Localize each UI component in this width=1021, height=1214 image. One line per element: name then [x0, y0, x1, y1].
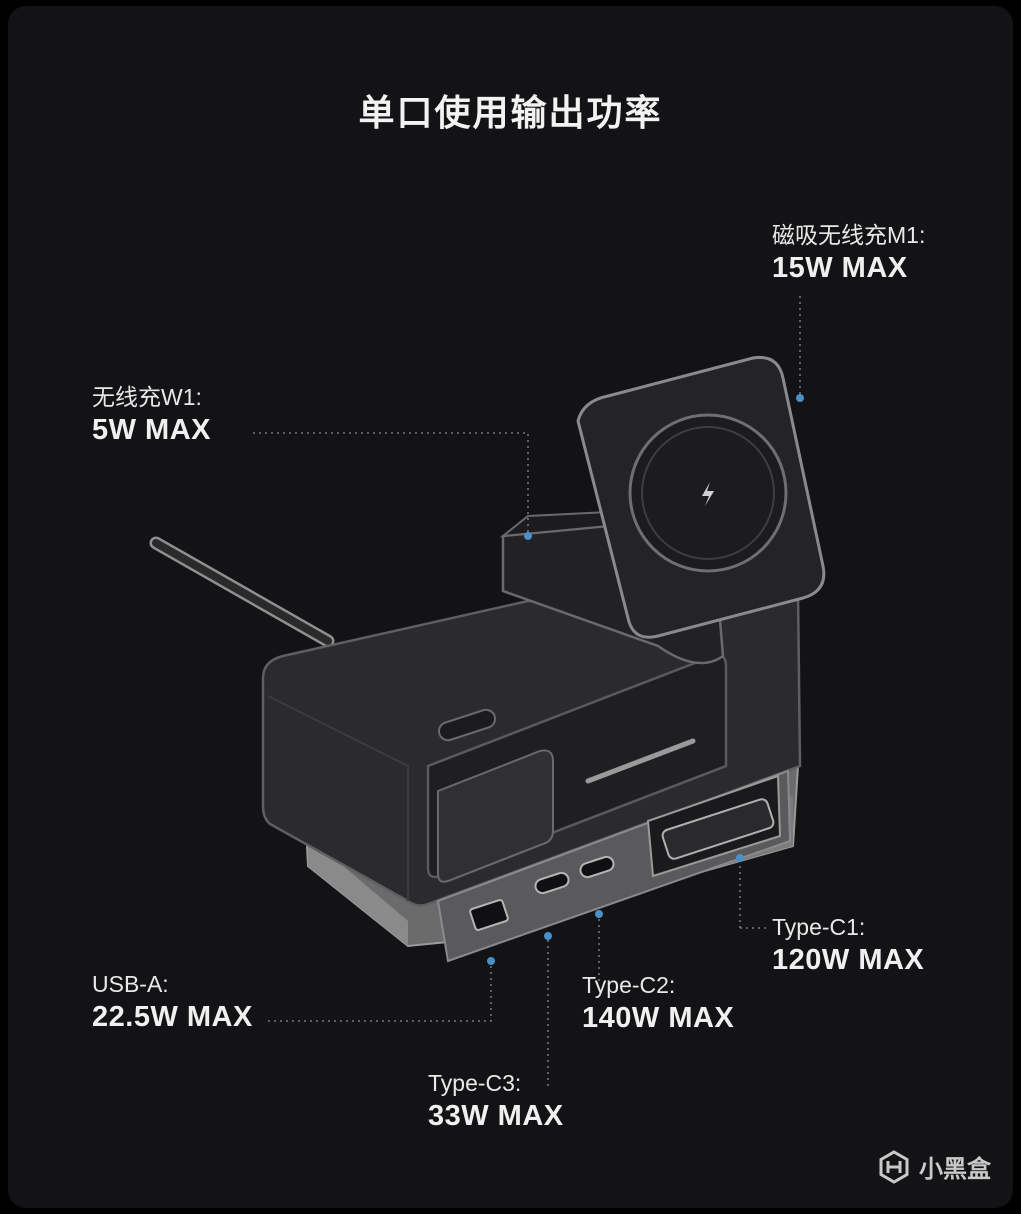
- callout-usb-a: USB-A: 22.5W MAX: [92, 969, 253, 1035]
- port-power: 22.5W MAX: [92, 1001, 253, 1033]
- callout-w1: 无线充W1: 5W MAX: [92, 382, 211, 448]
- port-power: 140W MAX: [582, 1002, 735, 1034]
- port-panel: [436, 769, 792, 963]
- port-name: USB-A:: [92, 971, 169, 997]
- magnetic-pad: [576, 355, 826, 639]
- charger-body: [261, 589, 802, 907]
- heybox-logo-icon: [879, 1149, 909, 1184]
- power-cable: [149, 536, 335, 648]
- type-c1-cable: [661, 798, 775, 860]
- page-title: 单口使用输出功率: [358, 92, 663, 133]
- type-c3-port: [534, 871, 570, 895]
- watermark: 小黑盒: [877, 1149, 991, 1184]
- port-name: Type-C3:: [428, 1070, 522, 1096]
- port-name: 无线充W1:: [92, 384, 202, 410]
- port-power: 5W MAX: [92, 414, 211, 446]
- port-name: Type-C1:: [772, 914, 866, 940]
- callout-m1: 磁吸无线充M1: 15W MAX: [772, 220, 925, 286]
- port-name: Type-C2:: [582, 972, 676, 998]
- port-power: 15W MAX: [772, 252, 908, 284]
- lightning-icon: [702, 482, 714, 506]
- port-power: 120W MAX: [772, 944, 925, 976]
- port-name: 磁吸无线充M1:: [772, 222, 926, 248]
- product-card: 单口使用输出功率: [8, 6, 1013, 1208]
- charger-illustration: [149, 296, 826, 1086]
- callout-type-c1: Type-C1: 120W MAX: [772, 912, 924, 978]
- type-c2-port: [579, 855, 615, 879]
- callout-type-c2: Type-C2: 140W MAX: [582, 970, 734, 1036]
- usb-a-port: [469, 899, 509, 931]
- port-power: 33W MAX: [428, 1100, 564, 1132]
- leader-lines: [253, 296, 801, 1086]
- callout-type-c3: Type-C3: 33W MAX: [428, 1068, 564, 1134]
- leader-dots: [487, 394, 804, 965]
- watermark-text: 小黑盒: [919, 1156, 991, 1183]
